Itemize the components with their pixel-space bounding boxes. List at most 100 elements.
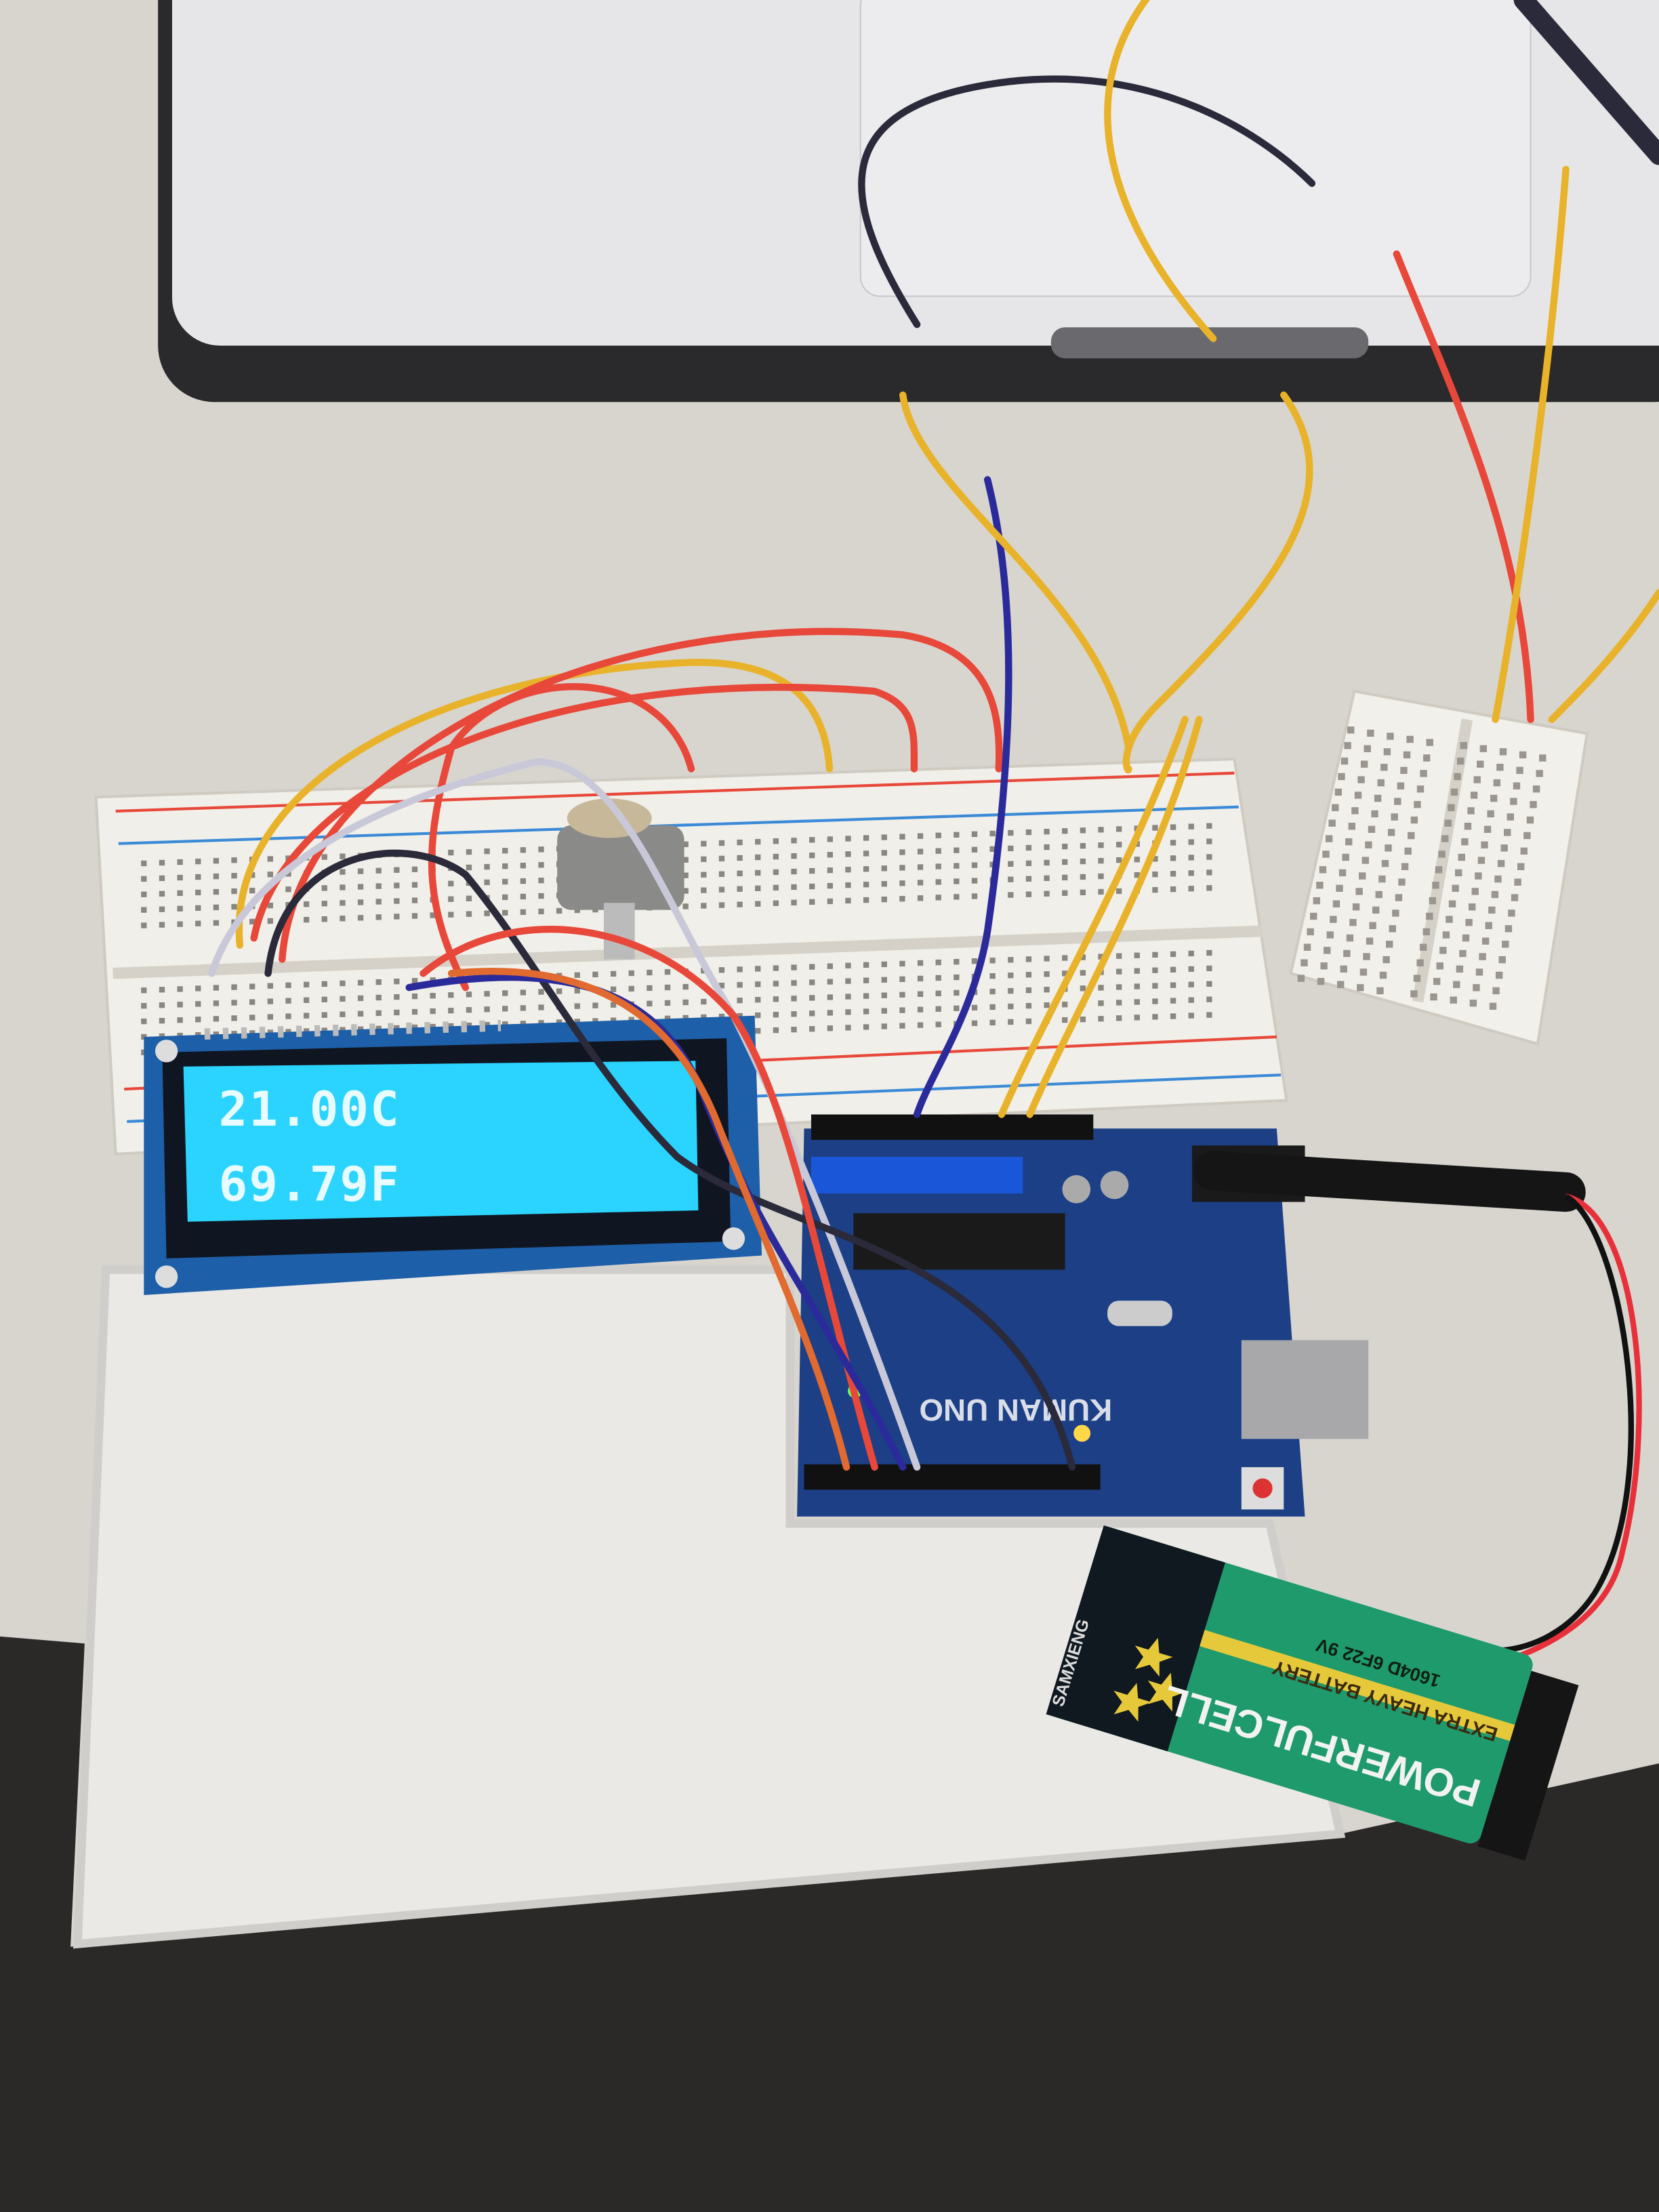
breadboard-hole	[827, 867, 833, 874]
mini-breadboard-hole	[1391, 813, 1398, 821]
lcd-screen	[183, 1061, 699, 1222]
breadboard-hole	[755, 966, 761, 972]
mini-breadboard-hole	[1520, 847, 1528, 855]
mini-breadboard-hole	[1454, 773, 1461, 781]
breadboard-hole	[213, 920, 220, 926]
breadboard-hole	[845, 1009, 851, 1015]
breadboard-hole	[538, 862, 544, 868]
breadboard-hole	[340, 980, 346, 987]
breadboard-hole	[1025, 860, 1032, 867]
breadboard-hole	[177, 1017, 183, 1023]
breadboard-hole	[971, 958, 978, 964]
breadboard-hole	[863, 1008, 869, 1015]
breadboard-hole	[448, 1008, 454, 1014]
breadboard-hole	[556, 988, 562, 994]
breadboard-hole	[357, 995, 364, 1002]
breadboard-hole	[538, 989, 544, 995]
mini-breadboard-hole	[1332, 900, 1340, 907]
breadboard-hole	[935, 895, 941, 901]
breadboard-hole	[755, 981, 761, 987]
breadboard-hole	[484, 910, 490, 916]
breadboard-hole	[321, 981, 327, 987]
breadboard-hole	[303, 981, 310, 988]
breadboard-hole	[1170, 998, 1176, 1004]
breadboard-hole	[827, 852, 833, 858]
breadboard-hole	[159, 1002, 165, 1008]
breadboard-hole	[303, 997, 310, 1003]
breadboard-hole	[231, 1000, 237, 1006]
breadboard-hole	[628, 970, 634, 977]
breadboard-hole	[1080, 1017, 1086, 1023]
breadboard-hole	[935, 832, 941, 838]
mini-breadboard-hole	[1489, 1002, 1497, 1010]
mini-breadboard-hole	[1320, 962, 1328, 970]
breadboard-hole	[502, 863, 508, 869]
breadboard-hole	[267, 983, 274, 989]
mini-breadboard-hole	[1375, 890, 1382, 899]
breadboard-hole	[610, 986, 617, 993]
breadboard-hole	[195, 858, 201, 865]
breadboard-hole	[1206, 869, 1212, 876]
breadboard-hole	[1062, 828, 1068, 834]
breadboard-hole	[881, 850, 887, 856]
breadboard-hole	[448, 849, 454, 856]
breadboard-hole	[411, 978, 418, 984]
breadboard-hole	[954, 989, 960, 996]
breadboard-hole	[267, 998, 274, 1004]
breadboard-hole	[718, 855, 725, 862]
breadboard-hole	[394, 1025, 400, 1031]
mini-breadboard-hole	[1481, 937, 1490, 945]
breadboard-hole	[520, 847, 527, 853]
mini-breadboard-hole	[1467, 807, 1475, 815]
breadboard-hole	[701, 840, 707, 847]
breadboard-hole	[935, 1021, 941, 1027]
mini-breadboard-hole	[1340, 965, 1347, 973]
mini-breadboard-hole	[1344, 741, 1351, 750]
mini-breadboard-hole	[1464, 823, 1472, 830]
breadboard-hole	[303, 1028, 310, 1034]
mini-breadboard-hole	[1392, 909, 1399, 917]
breadboard-hole	[1080, 985, 1086, 991]
breadboard-hole	[1008, 876, 1014, 882]
breadboard-hole	[737, 982, 743, 988]
breadboard-hole	[1044, 956, 1050, 962]
breadboard-hole	[809, 979, 815, 985]
mini-breadboard-hole	[1441, 835, 1449, 842]
mini-breadboard-hole	[1470, 792, 1478, 799]
mini-breadboard-hole	[1340, 757, 1349, 765]
breadboard-hole	[1152, 998, 1158, 1004]
breadboard-hole	[411, 1024, 418, 1031]
breadboard-hole	[285, 1029, 291, 1035]
breadboard-hole	[430, 993, 436, 999]
breadboard-hole	[610, 1017, 617, 1023]
breadboard-hole	[863, 977, 869, 983]
breadboard-hole	[647, 985, 653, 991]
breadboard-hole	[357, 868, 364, 874]
breadboard-hole	[394, 1009, 400, 1016]
breadboard-hole	[718, 983, 725, 989]
breadboard-hole	[285, 886, 291, 893]
breadboard-hole	[177, 1032, 183, 1039]
trackpad	[859, 0, 1532, 298]
breadboard-hole	[1170, 966, 1176, 972]
mini-breadboard-hole	[1513, 782, 1521, 790]
breadboard-hole	[881, 1008, 887, 1014]
mini-breadboard-hole	[1422, 754, 1431, 762]
mini-breadboard-hole	[1336, 981, 1345, 988]
breadboard-hole	[863, 1024, 869, 1030]
breadboard-hole	[827, 994, 833, 1000]
breadboard-hole	[1025, 891, 1032, 897]
breadboard-hole	[1115, 1000, 1122, 1006]
mini-breadboard-hole	[1406, 735, 1414, 743]
breadboard-hole	[466, 1007, 472, 1013]
mini-breadboard-hole	[1498, 956, 1506, 964]
breadboard-hole	[1044, 1002, 1050, 1008]
mini-breadboard-hole	[1483, 825, 1492, 833]
breadboard-hole	[682, 888, 689, 894]
mini-breadboard-hole	[1403, 751, 1411, 759]
breadboard-hole	[899, 880, 905, 886]
breadboard-hole	[267, 918, 274, 924]
mini-breadboard-hole	[1359, 968, 1368, 976]
breadboard-hole	[954, 1005, 960, 1012]
breadboard-hole	[195, 920, 201, 926]
